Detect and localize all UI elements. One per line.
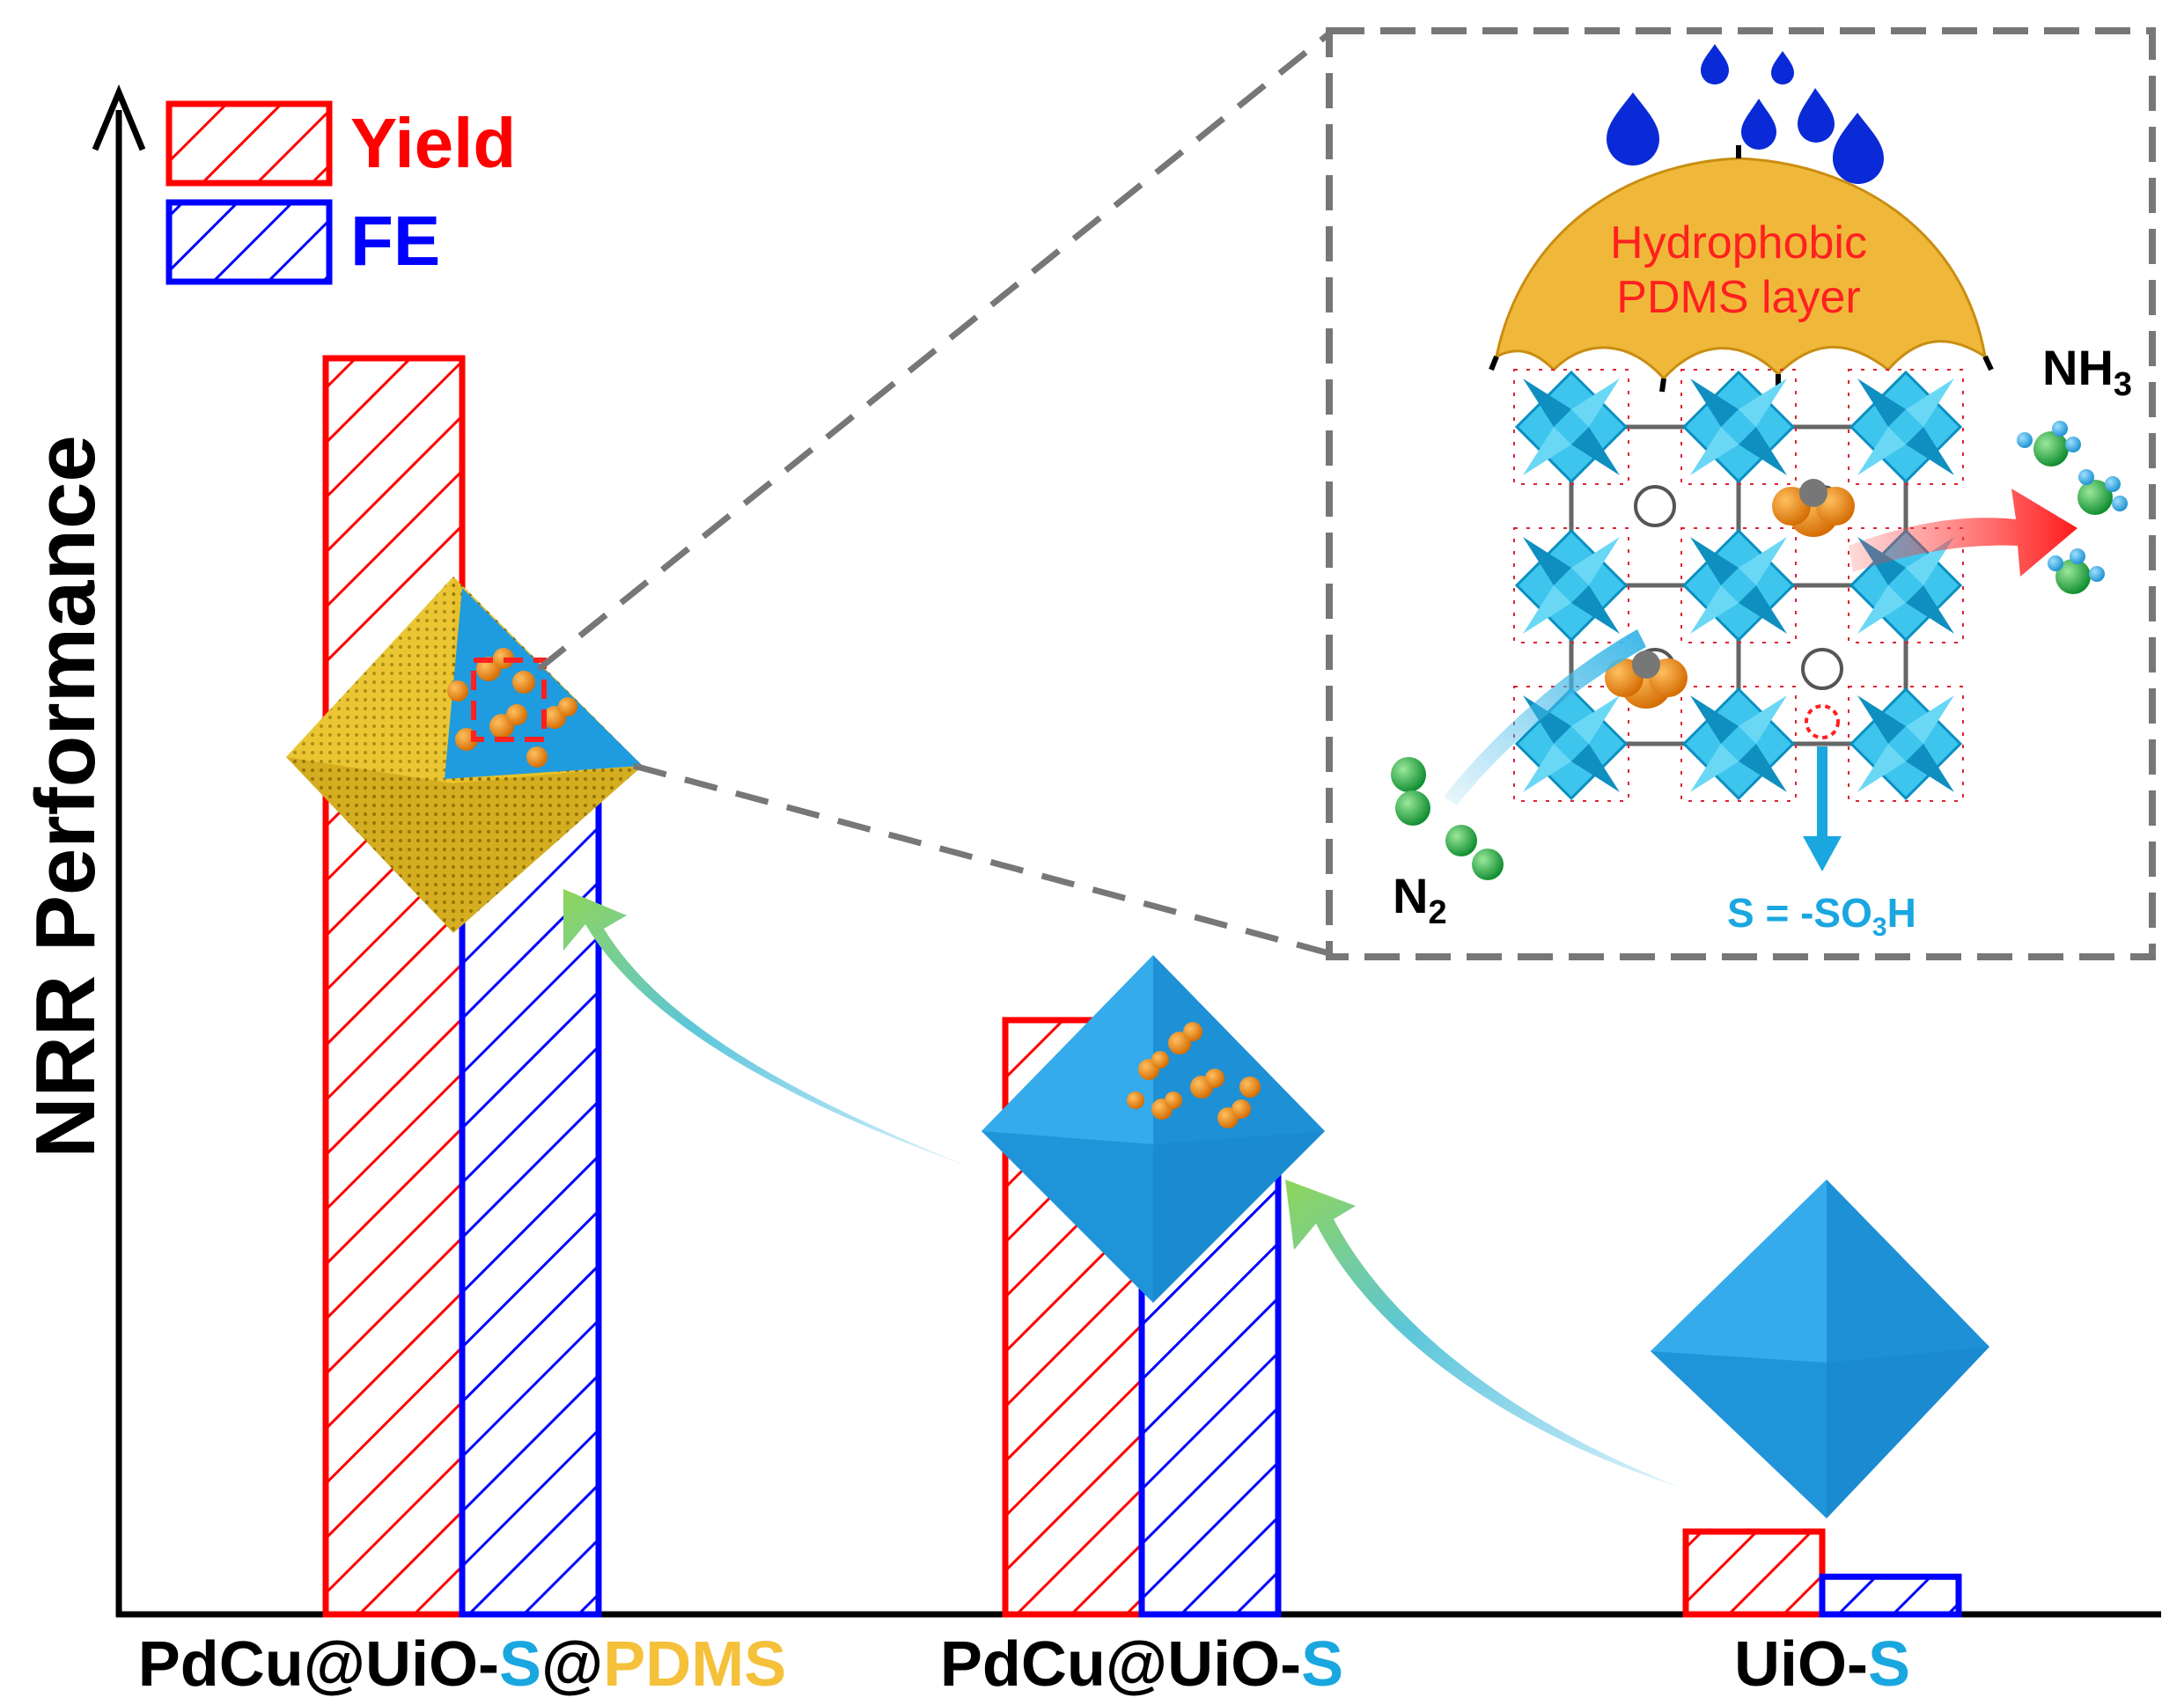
reactant-label: N2 — [1393, 867, 1447, 932]
product-label-text: NH — [2042, 340, 2114, 395]
mof-node-facet — [1906, 378, 1954, 427]
mof-node-outline — [1848, 686, 1964, 802]
umbrella-icon — [1489, 145, 1994, 393]
mof-node-outline — [1848, 369, 1964, 485]
x-tick-label-1: PdCu@UiO-S@PDMS — [138, 1628, 786, 1701]
mof-framework — [1513, 369, 1964, 802]
curved-arrow-icon — [563, 889, 968, 1166]
mof-node-facet — [1857, 585, 1906, 634]
mof-node-facet — [1857, 378, 1906, 427]
umbrella-label-line2: PDMS layer — [1616, 272, 1861, 323]
group-label-suffix: H — [1886, 890, 1916, 936]
mof-node-facet — [1523, 585, 1571, 634]
molecule-icon — [1391, 757, 1504, 880]
mof-node-outline — [1680, 686, 1797, 802]
mof-node-outline — [1513, 369, 1629, 485]
mof-node-facet — [1690, 537, 1739, 585]
mof-node-facet — [1739, 744, 1787, 792]
legend-label-fe: FE — [350, 202, 441, 280]
product-arrow-icon — [1849, 489, 2077, 577]
group-label-sub: 3 — [1871, 913, 1887, 943]
group-label: S = -SO3H — [1727, 889, 1916, 943]
mof-node-facet — [1571, 744, 1620, 792]
molecule-icon — [1127, 1022, 1261, 1128]
umbrella-label-line1: Hydrophobic — [1610, 217, 1867, 268]
linker-ring — [1801, 648, 1843, 690]
x-tick-label-part: S — [1867, 1629, 1911, 1700]
mof-node-facet — [1571, 585, 1620, 634]
mof-node-facet — [1690, 427, 1739, 475]
linker-ring — [1634, 485, 1676, 527]
mof-node-facet — [1523, 537, 1571, 585]
bars — [322, 355, 1962, 1618]
x-tick-label-part: PdCu@UiO- — [939, 1629, 1302, 1700]
x-tick-label-part: UiO- — [1733, 1629, 1868, 1700]
mof-node-facet — [1739, 585, 1787, 634]
legend-swatch-fe — [165, 199, 333, 285]
legend-swatch-yield — [165, 100, 333, 187]
mof-node-facet — [1523, 744, 1571, 792]
umbrella-label: Hydrophobic PDMS layer — [1610, 216, 1867, 325]
mof-node-facet — [1739, 427, 1787, 475]
y-axis-label: NRR Performance — [18, 435, 113, 1158]
x-tick-label-3: UiO-S — [1734, 1628, 1910, 1701]
mof-node-outline — [1680, 369, 1797, 485]
mof-node-facet — [1690, 585, 1739, 634]
mof-node-outline — [1513, 686, 1629, 802]
mof-node-facet — [1857, 744, 1906, 792]
x-tick-label-part: S — [498, 1629, 541, 1700]
octahedron-icon — [1651, 1180, 1989, 1518]
bar-yield-1 — [322, 355, 466, 1618]
down-arrow-icon — [1803, 746, 1842, 871]
legend-label-yield: Yield — [350, 104, 517, 182]
bar-yield-3 — [1682, 1528, 1826, 1618]
molecule-icon — [2017, 421, 2128, 594]
zoom-line — [536, 31, 1332, 672]
mof-node-facet — [1571, 378, 1620, 427]
mof-node-facet — [1739, 695, 1787, 744]
mof-node-facet — [1523, 378, 1571, 427]
mof-node-facet — [1739, 537, 1787, 585]
mof-node-facet — [1739, 378, 1787, 427]
mof-node-facet — [1857, 695, 1906, 744]
zoom-box — [471, 658, 547, 742]
legend — [165, 100, 333, 285]
mof-node-facet — [1571, 427, 1620, 475]
product-label-sub: 3 — [2113, 366, 2133, 404]
reactant-arrow-icon — [1444, 629, 1646, 805]
mof-node-facet — [1690, 695, 1739, 744]
water-drop-icon — [1607, 44, 1884, 184]
mof-node-outline — [1680, 527, 1797, 643]
reactant-label-sub: 2 — [1428, 894, 1447, 932]
reactant-label-text: N — [1393, 868, 1429, 923]
mof-node-facet — [1906, 695, 1954, 744]
octahedron-icon — [982, 955, 1325, 1303]
mof-node-facet — [1906, 427, 1954, 475]
product-label: NH3 — [2042, 339, 2132, 404]
octahedron-icon — [286, 577, 643, 933]
mof-node-facet — [1690, 378, 1739, 427]
mof-node-facet — [1906, 744, 1954, 792]
x-tick-label-2: PdCu@UiO-S — [940, 1628, 1343, 1701]
x-tick-label-part: PDMS — [603, 1629, 787, 1700]
bar-fe-3 — [1819, 1573, 1962, 1618]
x-tick-label-part: @ — [540, 1629, 604, 1700]
mof-node-outline — [1848, 527, 1964, 643]
y-axis-arrow-icon — [92, 84, 146, 151]
mof-node-facet — [1857, 427, 1906, 475]
mof-node-outline — [1513, 527, 1629, 643]
molecule-icon — [1605, 479, 1855, 739]
mof-node-facet — [1906, 585, 1954, 634]
x-tick-label-part: S — [1301, 1629, 1344, 1700]
mof-node-facet — [1571, 537, 1620, 585]
x-tick-label-part: PdCu@UiO- — [137, 1629, 499, 1700]
mof-node-facet — [1523, 427, 1571, 475]
zoom-line — [633, 762, 1330, 957]
curved-arrow-icon — [1285, 1180, 1681, 1488]
mof-node-facet — [1571, 695, 1620, 744]
mof-node-facet — [1690, 744, 1739, 792]
group-label-prefix: S = -SO — [1727, 890, 1872, 936]
